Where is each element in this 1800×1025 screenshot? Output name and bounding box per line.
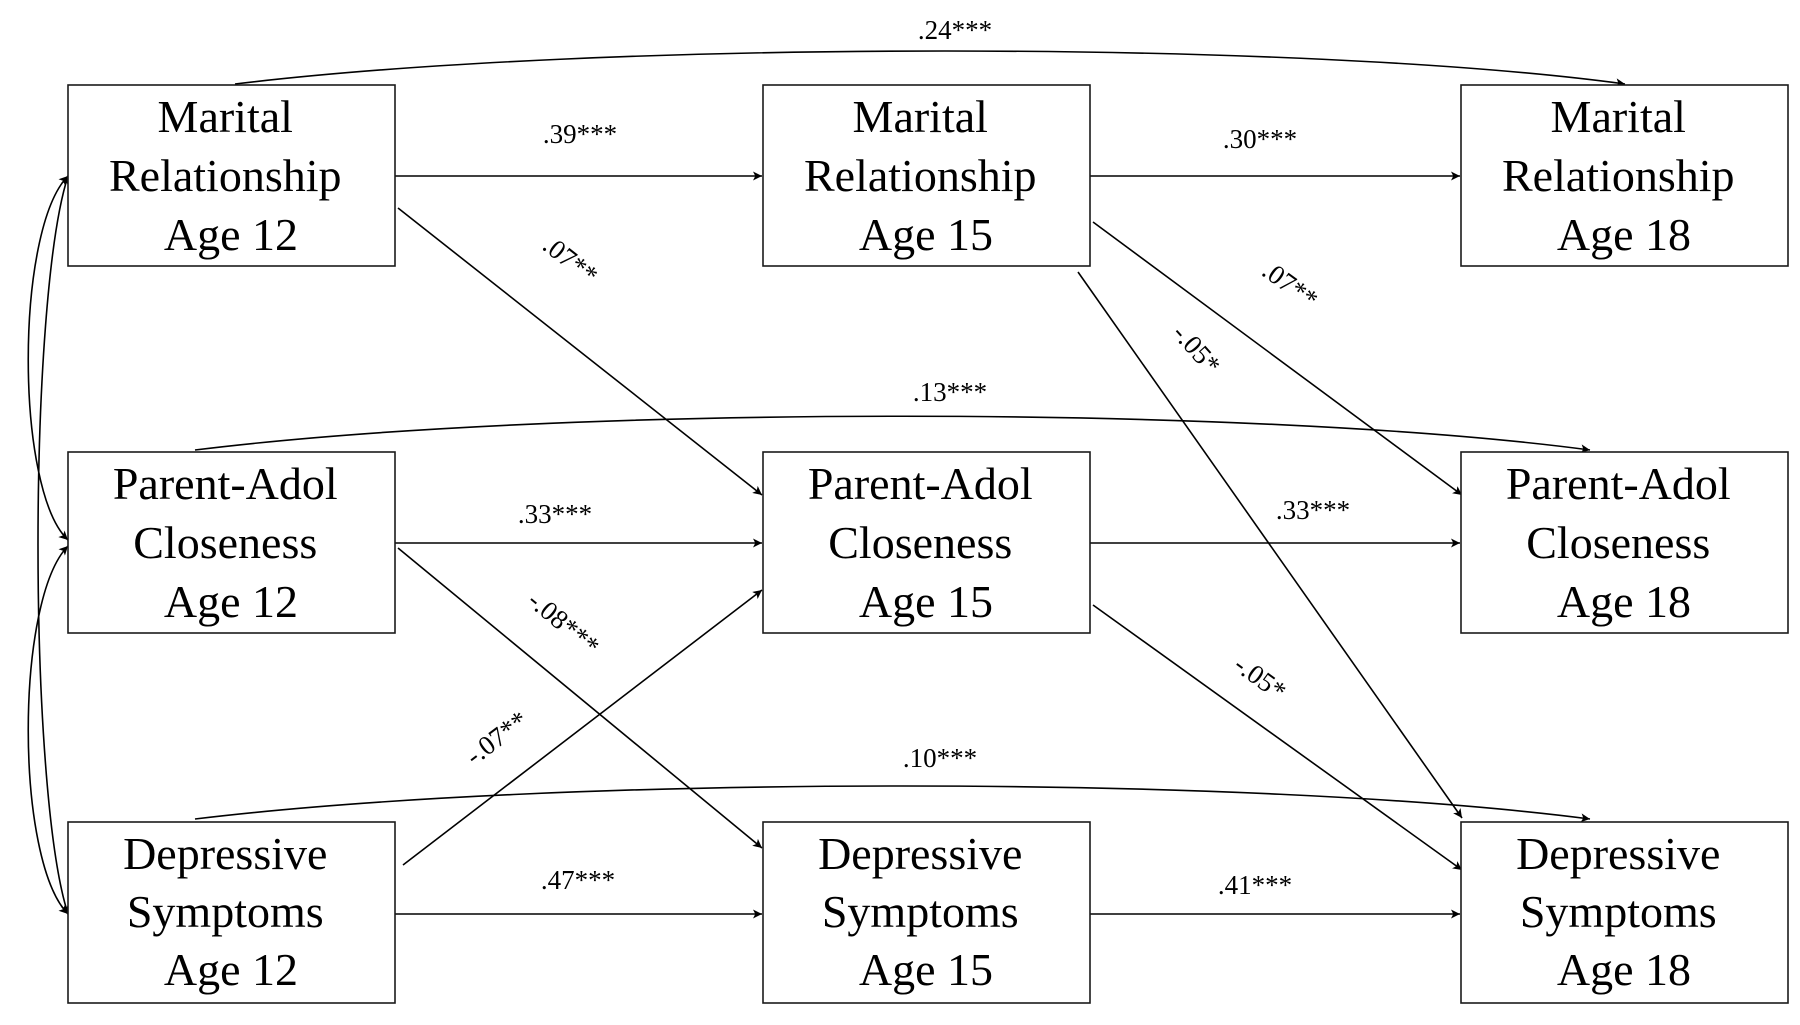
path-mr12-pc15 [397, 207, 763, 496]
svg-text:Marital Relationship: Marital Relationship Age 15 [804, 91, 1048, 260]
path-pc12-ds15 [397, 547, 763, 849]
path-ds12-pc15 [402, 589, 763, 866]
box-depressive-symptoms-age-15: Depressive Symptoms Age 15 [762, 821, 1091, 1004]
box-marital-relationship-age-15: Marital Relationship Age 15 [762, 84, 1091, 267]
path-mr15-ds18 [1077, 271, 1463, 819]
svg-text:Marital Relationship: Marital Relationship Age 18 [1502, 91, 1746, 260]
coef-ds15-ds18: .41*** [1218, 870, 1292, 900]
coef-mr12-mr18: .24*** [918, 15, 992, 45]
box-parent-adol-closeness-age-15: Parent-Adol Closeness Age 15 [762, 451, 1091, 634]
box-marital-relationship-age-18: Marital Relationship Age 18 [1460, 84, 1789, 267]
path-ds12-ds18 [194, 785, 1591, 823]
box-depressive-symptoms-age-18: Depressive Symptoms Age 18 [1460, 821, 1789, 1004]
coef-pc15-pc18: .33*** [1276, 495, 1350, 525]
coef-mr15-ds18: -.05* [1167, 318, 1227, 380]
box-parent-adol-closeness-age-18: Parent-Adol Closeness Age 18 [1460, 451, 1789, 634]
box-marital-relationship-age-12: Marital Relationship Age 12 [67, 84, 396, 267]
path-pc15-ds18 [1092, 604, 1463, 871]
coef-mr15-pc18: .07** [1257, 255, 1324, 315]
svg-text:Parent-Adol Closeness: Parent-Adol Closeness Age 12 [113, 458, 349, 627]
svg-text:Parent-Adol Closeness: Parent-Adol Closeness Age 15 [808, 458, 1044, 627]
correlation-pc12-ds12 [27, 545, 69, 915]
coef-pc12-pc18: .13*** [913, 377, 987, 407]
svg-text:Marital Relationship: Marital Relationship Age 12 [109, 91, 353, 260]
coef-pc12-pc15: .33*** [518, 499, 592, 529]
correlation-mr12-pc12 [27, 175, 69, 541]
svg-text:Depressive Symptoms: Depressive Symptoms Age 18 [1516, 828, 1732, 995]
coef-pc15-ds18: -.05* [1229, 649, 1292, 706]
coef-pc12-ds15: -.08*** [522, 585, 605, 661]
path-mr12-mr18 [234, 50, 1626, 88]
path-mr15-pc18 [1092, 221, 1463, 496]
box-depressive-symptoms-age-12: Depressive Symptoms Age 12 [67, 821, 396, 1004]
coef-mr12-mr15: .39*** [543, 119, 617, 149]
coef-ds12-ds15: .47*** [541, 865, 615, 895]
coef-mr12-pc15: .07** [537, 229, 603, 290]
coef-mr15-mr18: .30*** [1223, 124, 1297, 154]
coef-ds12-pc15: -.07** [460, 705, 534, 771]
coef-ds12-ds18: .10*** [903, 743, 977, 773]
box-parent-adol-closeness-age-12: Parent-Adol Closeness Age 12 [67, 451, 396, 634]
correlation-mr12-ds12 [37, 175, 70, 915]
svg-text:Depressive Symptoms: Depressive Symptoms Age 15 [818, 828, 1034, 995]
path-pc12-pc18 [194, 415, 1591, 454]
svg-text:Depressive Symptoms: Depressive Symptoms Age 12 [123, 828, 339, 995]
svg-text:Parent-Adol Closeness: Parent-Adol Closeness Age 18 [1506, 458, 1742, 627]
